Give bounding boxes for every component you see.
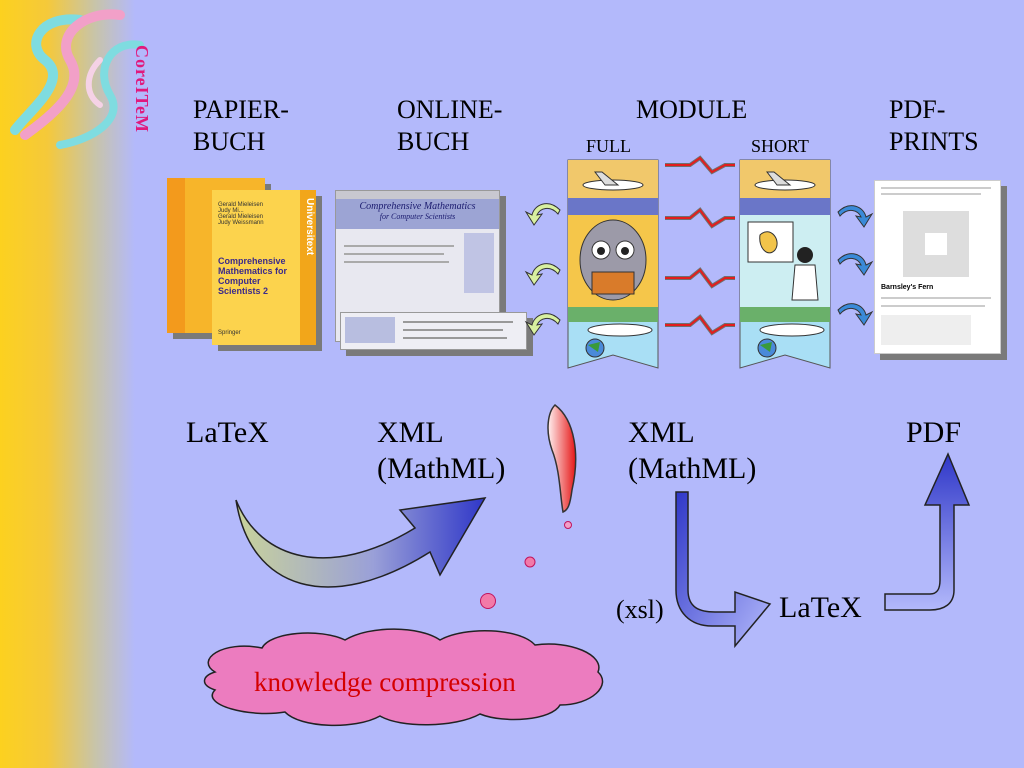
book-authors: Gerald Mieleisen Judy Mi... Gerald Miele… <box>218 202 264 226</box>
heading-paper-book: PAPIER- BUCH <box>193 94 289 158</box>
heading-paper-line2: BUCH <box>193 127 266 156</box>
book-publisher: Springer <box>218 330 241 336</box>
fractal-cube-image <box>903 211 969 277</box>
arrow-xml-to-latex <box>675 491 772 649</box>
airplane-icon-2 <box>754 171 816 191</box>
format-latex-source: LaTeX <box>186 416 269 449</box>
cloud-text: knowledge compression <box>254 667 516 697</box>
presenter-icon <box>747 221 819 301</box>
book-cover-front: Universitext Gerald Mieleisen Judy Mi...… <box>212 190 316 345</box>
curved-arrows-left <box>524 203 561 336</box>
format-xml2-line2: (MathML) <box>628 452 757 485</box>
format-latex-output: LaTeX <box>779 591 862 624</box>
heading-paper-line1: PAPIER- <box>193 95 289 124</box>
module-short-banner <box>739 159 831 369</box>
heading-pdf-prints: PDF- PRINTS <box>889 94 979 158</box>
globe-jet-icon <box>585 323 653 358</box>
heading-module: MODULE <box>636 95 748 124</box>
heading-pdf-line1: PDF- <box>889 95 946 124</box>
connector-zigzags-red <box>665 156 735 335</box>
online-book-screenshot-2 <box>340 312 527 350</box>
module-graphics <box>524 155 874 369</box>
format-xml1-line1: XML <box>377 416 444 449</box>
format-xml2-line1: XML <box>628 416 695 449</box>
globe-jet-icon-2 <box>757 323 825 358</box>
thought-bubble-medium <box>480 593 496 609</box>
book-series: Universitext <box>304 198 315 256</box>
pdf-page-thumbnail: Barnsley's Fern <box>874 180 1001 354</box>
exclamation-mark-icon <box>547 404 577 514</box>
owl-reading-icon <box>579 219 647 301</box>
format-xml-mathml-2: XML (MathML) <box>628 415 756 487</box>
format-pdf: PDF <box>906 416 962 449</box>
format-xml-mathml-1: XML (MathML) <box>377 415 505 487</box>
thought-bubble-small <box>524 556 536 568</box>
format-xsl: (xsl) <box>616 595 664 624</box>
heading-pdf-line2: PRINTS <box>889 127 979 156</box>
curved-arrows-right <box>837 205 874 326</box>
online-book-subtitle: for Computer Scientists <box>379 212 456 221</box>
module-full-label: FULL <box>586 136 631 156</box>
brand-label: CoreITeM <box>132 45 152 133</box>
coreitem-logo <box>10 9 144 149</box>
heading-online-line2: BUCH <box>397 127 470 156</box>
online-book-title: Comprehensive Mathematics <box>359 201 476 212</box>
book-title: Comprehensive Mathematics for Computer S… <box>218 256 288 296</box>
heading-online-line1: ONLINE- <box>397 95 503 124</box>
airplane-icon <box>582 171 644 191</box>
heading-online-book: ONLINE- BUCH <box>397 94 502 158</box>
module-short-label: SHORT <box>751 136 809 156</box>
arrow-latex-to-pdf <box>884 452 971 611</box>
arrow-latex-to-xml <box>235 497 487 588</box>
format-xml1-line2: (MathML) <box>377 452 506 485</box>
pdf-page-heading: Barnsley's Fern <box>881 284 934 291</box>
knowledge-cloud <box>203 628 604 727</box>
